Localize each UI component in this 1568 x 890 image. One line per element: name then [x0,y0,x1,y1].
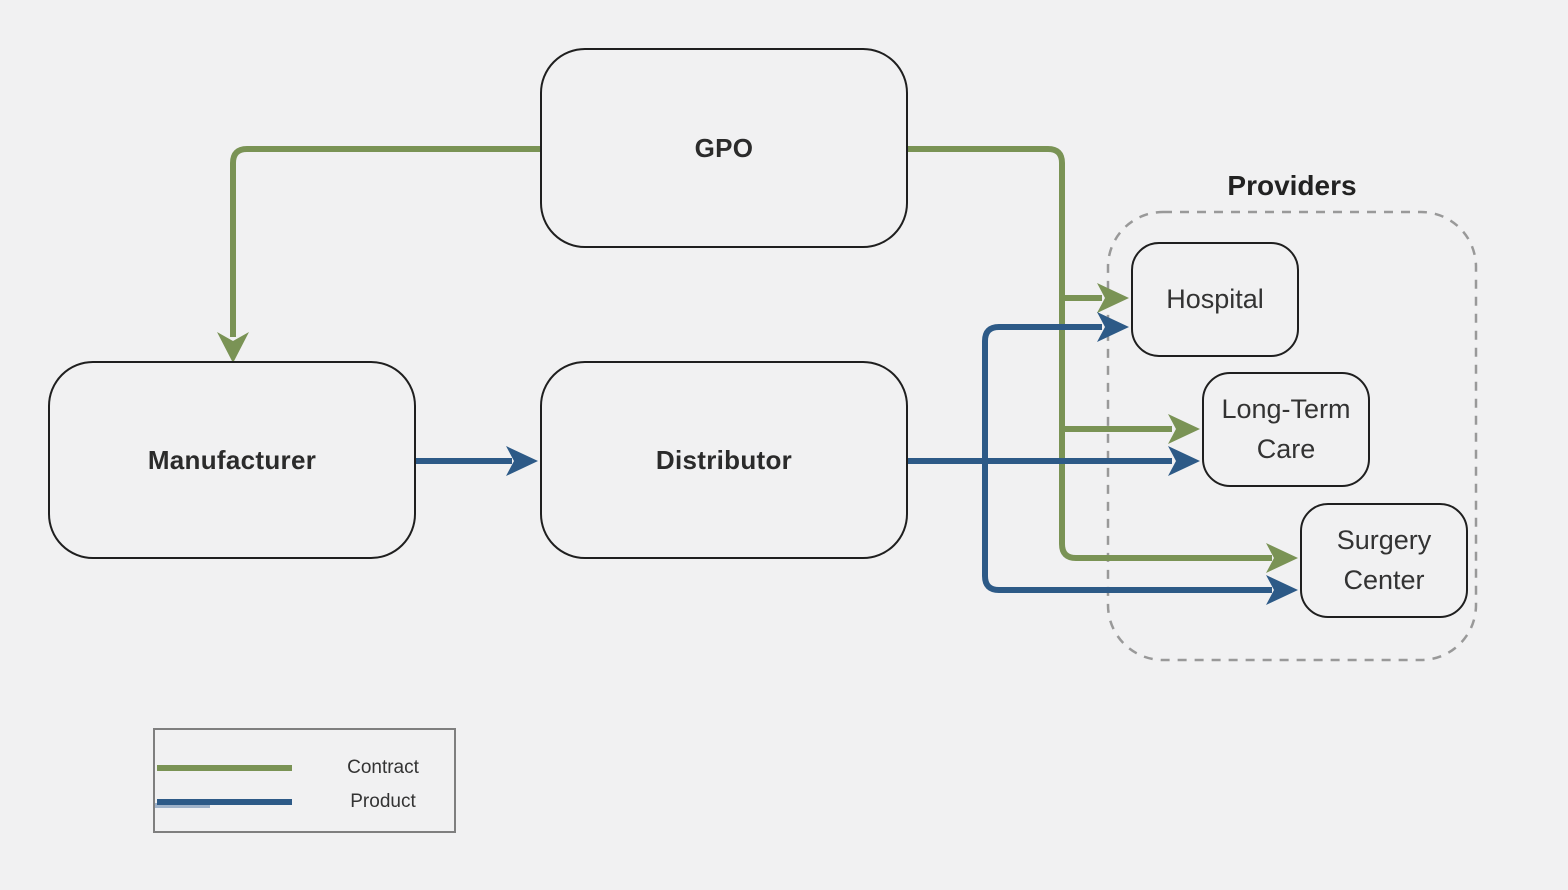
providers-group-outline [1106,210,1478,662]
node-gpo: GPO [540,48,908,248]
node-surgery-center: Surgery Center [1300,503,1468,618]
arrowhead-gpo-hospital [1097,283,1129,313]
node-long-term-care-label: Long-Term Care [1221,394,1351,464]
node-distributor: Distributor [540,361,908,559]
legend-product-line-swatch [157,799,292,805]
edge-distributor-hospital-product [982,324,1102,461]
node-gpo-label: GPO [694,132,754,163]
edge-distributor-surgery-center-product [982,461,1272,593]
node-distributor-label: Distributor [655,444,793,475]
providers-group-label: Providers [1227,170,1357,201]
legend-contract-line-swatch [157,765,292,771]
arrowhead-gpo-manufacturer [217,332,249,363]
node-manufacturer: Manufacturer [48,361,416,559]
arrowhead-distributor-surgery-center [1266,575,1298,605]
arrowhead-gpo-long-term-care [1168,414,1200,444]
node-manufacturer-label: Manufacturer [147,444,317,475]
arrowhead-manufacturer-distributor [506,446,538,476]
legend-row-product: Product [155,790,454,814]
edge-gpo-surgery-center-contract [907,146,1272,561]
node-long-term-care: Long-Term Care [1202,372,1370,487]
legend-row-contract: Contract [155,756,454,780]
legend-contract-label: Contract [347,757,419,778]
node-surgery-center-label: Surgery Center [1336,525,1432,595]
edge-gpo-manufacturer-contract [230,146,540,337]
node-hospital: Hospital [1131,242,1299,357]
arrowhead-gpo-surgery-center [1266,543,1298,573]
arrowhead-distributor-hospital [1097,312,1129,342]
arrowhead-distributor-long-term-care [1168,446,1200,476]
node-hospital-label: Hospital [1166,283,1264,314]
legend: Contract Product [153,728,456,833]
legend-product-label: Product [350,791,416,812]
